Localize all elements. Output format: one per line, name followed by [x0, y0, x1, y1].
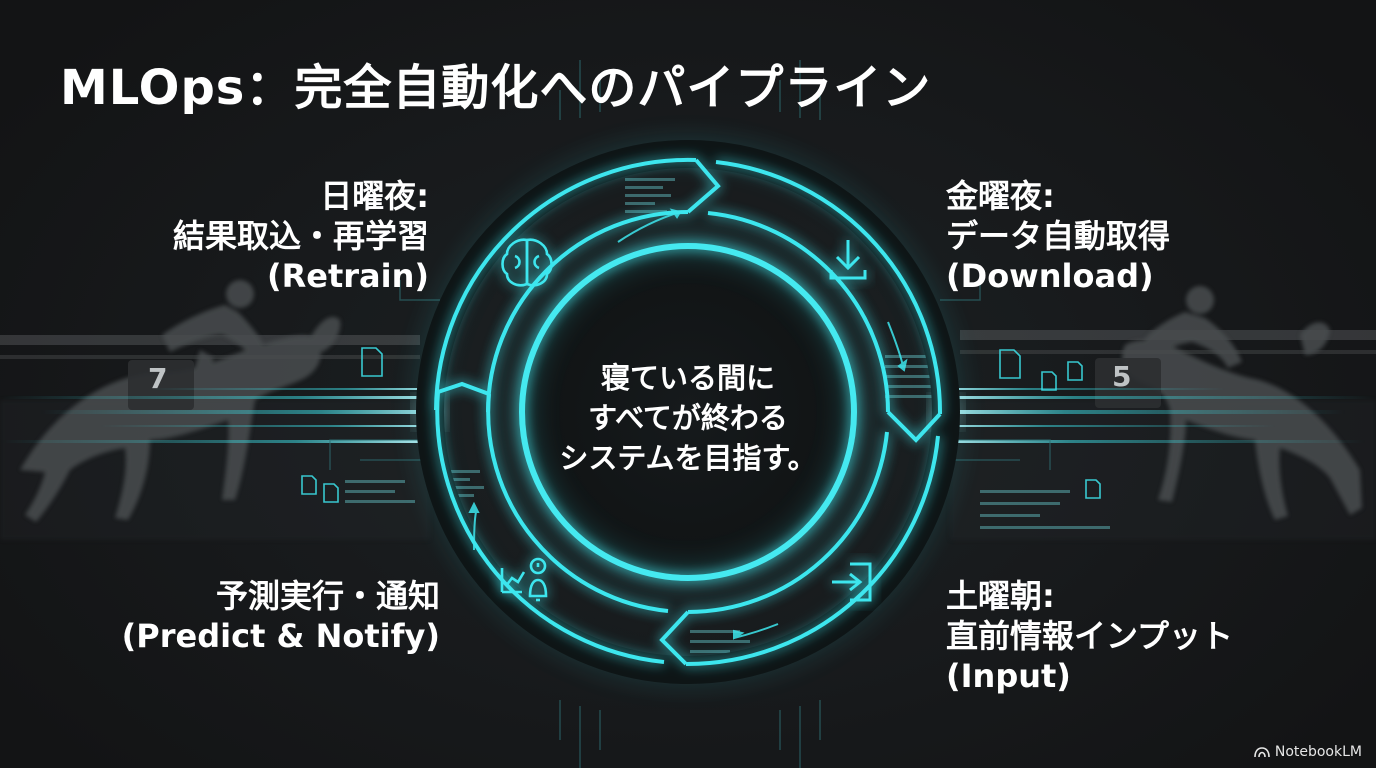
stage-label-line: (Input) — [946, 657, 1071, 695]
page-title: MLOps：完全自動化へのパイプライン — [60, 60, 932, 116]
left-racehorse-image — [20, 280, 341, 522]
circuit-traces — [329, 60, 1051, 768]
segment-retrain-outer — [434, 157, 697, 411]
left-horse-number: 7 — [148, 362, 167, 395]
stage-label-line: 予測実行・通知 — [215, 577, 440, 615]
notebooklm-logo-icon — [1254, 747, 1270, 758]
stage-label-line: 金曜夜: — [946, 177, 1055, 215]
document-icons — [301, 347, 1101, 503]
brand-name: NotebookLM — [1274, 744, 1362, 760]
stage-label-line: 日曜夜: — [320, 177, 429, 215]
notebooklm-watermark: NotebookLM — [1254, 744, 1362, 760]
brain-icon — [501, 238, 553, 287]
stage-label-line: (Retrain) — [266, 257, 429, 295]
login-arrow-icon — [832, 562, 872, 602]
stage-label-line: 土曜朝: — [946, 577, 1055, 615]
stage-label-line: 直前情報インプット — [946, 617, 1234, 655]
center-message-line: 寝ている間に — [600, 361, 775, 395]
center-message: 寝ている間に すべてが終わる システムを目指す。 — [538, 358, 838, 478]
center-message-line: システムを目指す。 — [559, 441, 817, 475]
stage-label-download: 金曜夜: データ自動取得 (Download) — [946, 176, 1170, 296]
stage-label-line: (Predict & Notify) — [121, 617, 440, 655]
stage-label-line: データ自動取得 — [946, 217, 1171, 255]
stage-label-line: (Download) — [946, 257, 1154, 295]
download-icon — [829, 240, 867, 280]
center-message-line: すべてが終わる — [588, 401, 788, 435]
right-racehorse-image — [1122, 286, 1362, 520]
stage-label-input: 土曜朝: 直前情報インプット (Input) — [946, 576, 1233, 696]
left-saddle-cloth: 7 — [128, 360, 194, 410]
code-decoration — [345, 178, 1110, 663]
right-saddle-cloth: 5 — [1095, 358, 1161, 408]
chart-bell-icon — [500, 557, 548, 602]
right-horse-number: 5 — [1112, 360, 1131, 393]
segment-download-outer — [715, 160, 943, 415]
segment-predict-outer — [435, 391, 665, 664]
stage-label-retrain: 日曜夜: 結果取込・再学習 (Retrain) — [173, 176, 429, 296]
stage-label-predict: 予測実行・通知 (Predict & Notify) — [122, 576, 440, 656]
stage-label-line: 結果取込・再学習 — [172, 217, 429, 255]
